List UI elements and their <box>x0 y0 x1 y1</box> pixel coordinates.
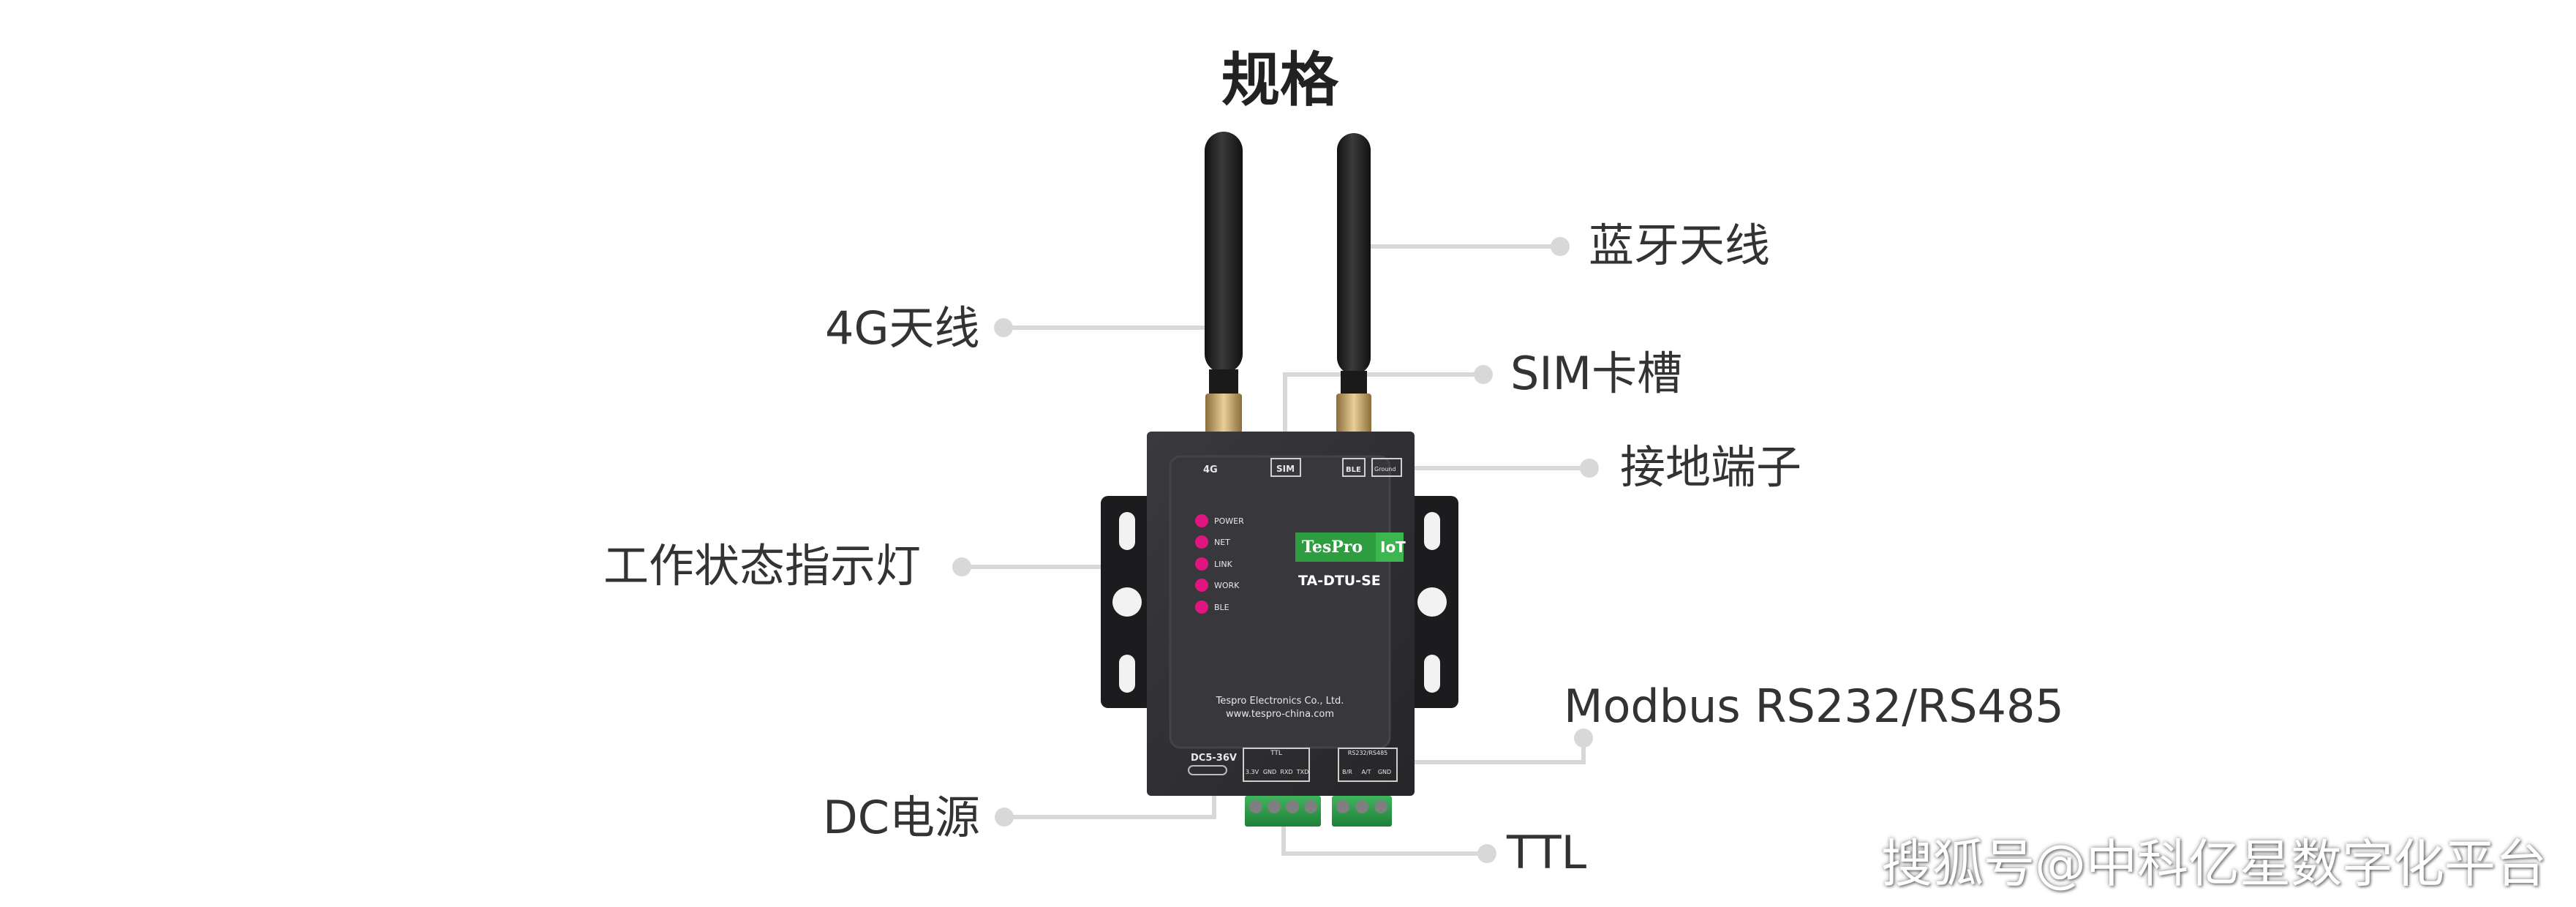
antenna-bluetooth <box>1336 133 1371 434</box>
ttl-pin-rxd: RXD <box>1280 769 1292 775</box>
callout-dot-4g <box>994 318 1013 337</box>
model-name: TA-DTU-SE <box>1298 573 1381 589</box>
led-label-power: POWER <box>1214 516 1244 526</box>
brand-name: TesPro <box>1302 538 1363 557</box>
callout-dot-dc <box>995 808 1014 827</box>
sim-port-box <box>1270 458 1301 477</box>
device-text: 4G SIM BLE Ground POWER NET LINK WORK BL… <box>1191 464 1406 775</box>
label-4g-antenna: 4G天线 <box>825 301 980 355</box>
led-label-net: NET <box>1214 538 1230 547</box>
callout-dot-bluetooth <box>1551 237 1570 256</box>
led-label-work: WORK <box>1214 581 1240 590</box>
rs-pin-br: B/R <box>1342 769 1352 775</box>
callout-dots <box>952 237 1599 863</box>
led-ble <box>1195 601 1208 614</box>
callout-line-dc <box>1004 794 1216 819</box>
rs-header-box <box>1338 748 1398 782</box>
label-dc-power: DC电源 <box>823 791 981 844</box>
label-modbus: Modbus RS232/RS485 <box>1564 680 2064 733</box>
ttl-header-label: TTL <box>1270 750 1282 757</box>
company-website: www.tespro-china.com <box>1226 709 1334 720</box>
rs-pin-gnd: GND <box>1378 769 1391 775</box>
ble-port-box <box>1342 458 1366 477</box>
iot-badge <box>1376 532 1404 562</box>
label-bluetooth-antenna: 蓝牙天线 <box>1589 219 1771 272</box>
rs-header-label: RS232/RS485 <box>1348 750 1388 756</box>
ttl-pin-3v3: 3.3V <box>1246 769 1259 775</box>
callout-line-sim <box>1283 372 1483 434</box>
dc-jack <box>1188 765 1227 775</box>
ttl-pin-gnd: GND <box>1263 769 1276 775</box>
ttl-header-box <box>1243 748 1310 782</box>
callout-dot-ground <box>1580 459 1599 478</box>
status-leds <box>1195 514 1208 614</box>
ttl-terminal-block <box>1245 796 1321 827</box>
led-net <box>1195 535 1208 549</box>
mounting-flange-left <box>1101 496 1153 708</box>
callout-dot-ttl <box>1477 844 1496 863</box>
watermark: 搜狐号@中科亿星数字化平台 <box>1881 834 2547 894</box>
port-label-ble: BLE <box>1346 466 1361 474</box>
port-label-ground: Ground <box>1374 466 1396 473</box>
port-label-sim: SIM <box>1276 464 1295 474</box>
rs-pin-at: A/T <box>1361 769 1371 775</box>
label-ground-terminal: 接地端子 <box>1620 440 1802 494</box>
led-work <box>1195 579 1208 592</box>
power-label: DC5-36V <box>1191 753 1237 764</box>
led-power <box>1195 514 1208 527</box>
mounting-flange-right <box>1406 496 1458 708</box>
rs-terminal-block <box>1332 796 1392 827</box>
label-sim-slot: SIM卡槽 <box>1510 347 1683 400</box>
ttl-pin-txd: TXD <box>1296 769 1309 775</box>
iot-badge-label: IoT <box>1380 538 1406 556</box>
callout-dot-modbus <box>1574 729 1593 748</box>
page-title: 规格 <box>1221 46 1338 114</box>
brand-plate <box>1295 532 1376 562</box>
ground-port-box <box>1371 458 1402 477</box>
label-status-leds: 工作状态指示灯 <box>603 539 922 592</box>
led-label-ble: BLE <box>1214 603 1229 612</box>
led-link <box>1195 557 1208 571</box>
port-label-4g: 4G <box>1203 464 1218 475</box>
led-label-link: LINK <box>1214 560 1233 569</box>
company-name: Tespro Electronics Co., Ltd. <box>1216 696 1344 707</box>
antenna-4g <box>1205 132 1243 434</box>
callout-dot-leds <box>952 557 971 576</box>
callout-dot-sim <box>1474 365 1493 384</box>
label-ttl: TTL <box>1507 826 1587 879</box>
